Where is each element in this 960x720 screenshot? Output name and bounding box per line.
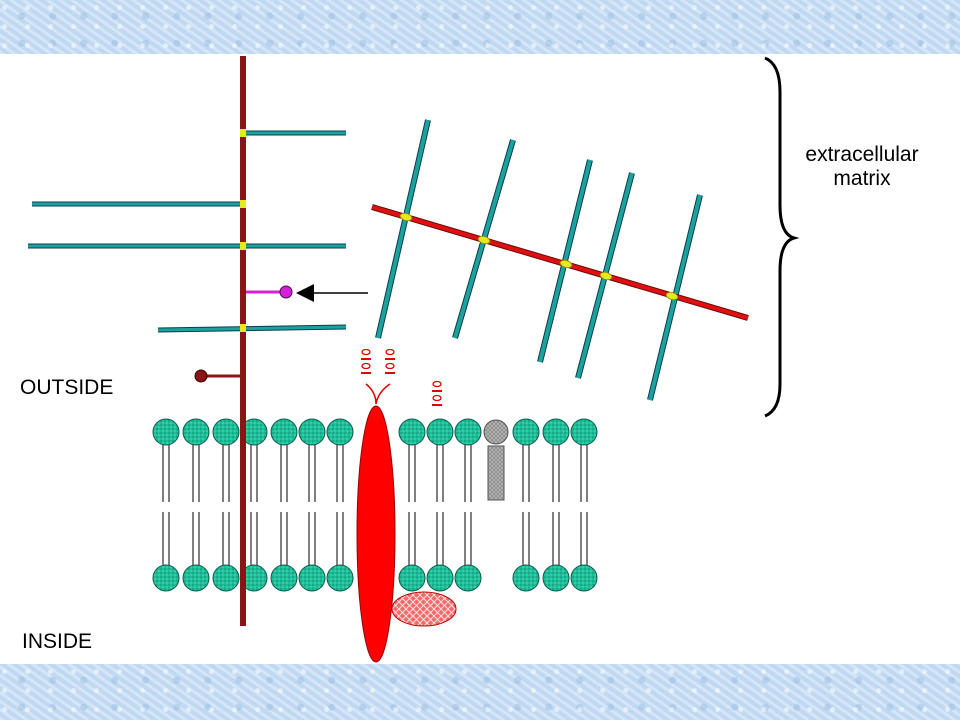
phospholipid (454, 418, 482, 592)
core-protein (240, 56, 246, 626)
anchor-bead (279, 285, 293, 299)
matrix-label-line1: extracellular (805, 143, 919, 166)
phospholipid (570, 418, 598, 592)
attachment-point (240, 129, 246, 137)
collagen-network (371, 119, 749, 401)
attachment-point (240, 324, 246, 332)
crosslink (399, 212, 413, 222)
phospholipid (326, 418, 354, 592)
crosslink (559, 259, 573, 269)
sugar-unit (361, 348, 371, 374)
phospholipid (426, 418, 454, 592)
gray-lipid (483, 419, 509, 501)
outside-label: OUTSIDE (20, 376, 114, 399)
phospholipid (542, 418, 570, 592)
arrow-icon (296, 284, 368, 302)
lipid-bilayer (152, 418, 598, 592)
crosslink (599, 271, 613, 281)
short-side-chain-bead (194, 369, 208, 383)
phospholipid (270, 418, 298, 592)
sugar-unit (385, 348, 395, 374)
phospholipid (152, 418, 180, 592)
cytoplasmic-partner (391, 591, 457, 627)
fibronectin-fiber (375, 119, 431, 339)
extracellular-matrix-label: extracellular matrix (800, 143, 924, 191)
attachment-point (240, 200, 246, 208)
proteoglycan (28, 56, 347, 626)
diagram-panel (0, 54, 960, 664)
matrix-label-line2: matrix (833, 167, 891, 191)
attachment-point (240, 242, 246, 250)
oligosaccharide-chain-icon (361, 348, 442, 406)
transmembrane-protein (356, 405, 457, 663)
phospholipid (398, 418, 426, 592)
header-band (0, 0, 960, 54)
phospholipid (298, 418, 326, 592)
crosslink (477, 235, 491, 245)
phospholipid (512, 418, 540, 592)
phospholipid (182, 418, 210, 592)
phospholipid (212, 418, 240, 592)
sugar-unit (432, 380, 442, 406)
brace-icon (764, 56, 800, 418)
footer-band (0, 664, 960, 720)
inside-label: INSIDE (22, 630, 93, 653)
crosslink (665, 291, 679, 301)
